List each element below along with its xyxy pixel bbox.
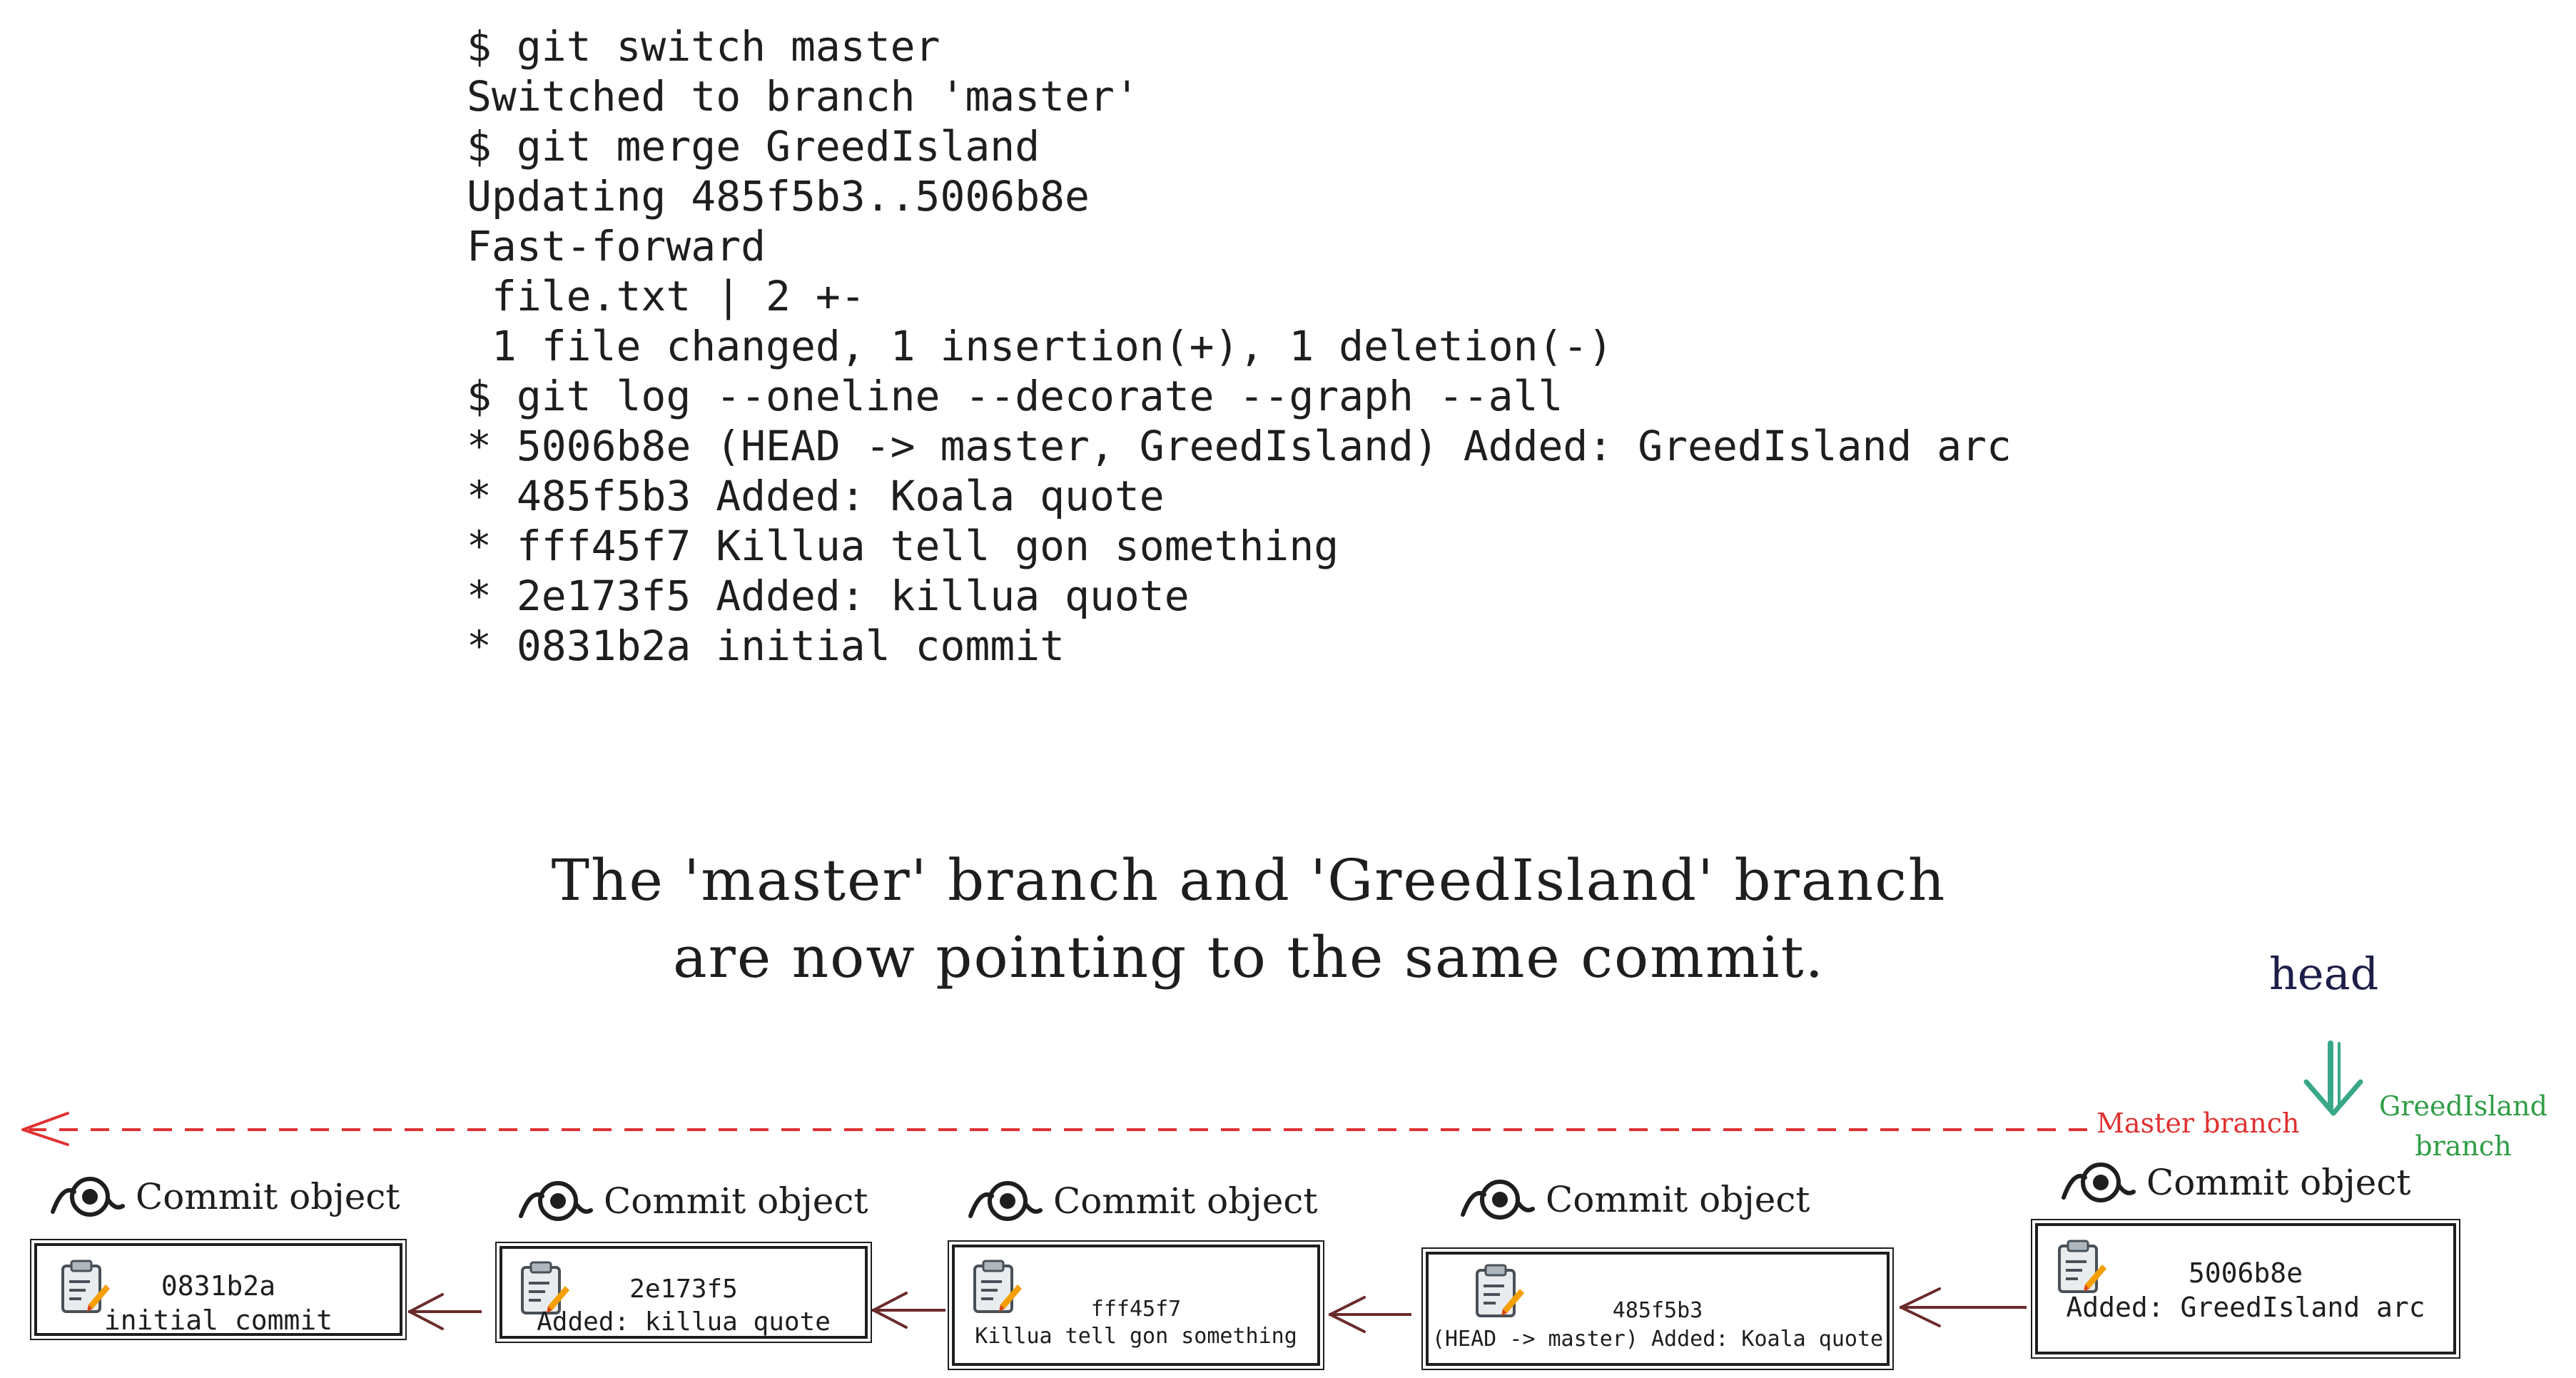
commit-object-title: Commit object xyxy=(136,1176,400,1217)
commit-message: Added: GreedIsland arc xyxy=(2066,1292,2425,1323)
commit-hash: 5006b8e xyxy=(2188,1257,2303,1289)
clipboard-icon xyxy=(1476,1264,1524,1317)
clipboard-icon xyxy=(521,1261,569,1314)
commit-object-title: Commit object xyxy=(604,1180,868,1222)
commit-object-header: Commit object xyxy=(2058,1156,2410,1209)
commit-box: 5006b8e Added: GreedIsland arc xyxy=(2031,1219,2460,1359)
head-arrow xyxy=(2303,1040,2363,1116)
commit-message: Killua tell gon something xyxy=(975,1324,1297,1349)
terminal-line: file.txt | 2 +- xyxy=(467,272,866,320)
commit-message: Added: killua quote xyxy=(537,1307,831,1337)
commit-arrow xyxy=(408,1293,482,1330)
terminal-line: * 5006b8e (HEAD -> master, GreedIsland) … xyxy=(467,422,2012,470)
commit-object-icon xyxy=(51,1177,125,1217)
master-branch-label: Master branch xyxy=(2096,1108,2300,1139)
commit-object-icon xyxy=(968,1181,1043,1221)
commit-box: 2e173f5 Added: killua quote xyxy=(495,1242,872,1343)
caption-line-1: The 'master' branch and 'GreedIsland' br… xyxy=(551,847,1947,913)
commit-arrow xyxy=(1900,1287,2027,1327)
terminal-line: * 485f5b3 Added: Koala quote xyxy=(467,472,1165,520)
commit-object-title: Commit object xyxy=(1546,1179,1810,1220)
caption-line-2: are now pointing to the same commit. xyxy=(672,924,1825,991)
commit-object-icon xyxy=(519,1181,593,1221)
caption: The 'master' branch and 'GreedIsland' br… xyxy=(464,842,2034,996)
clipboard-icon xyxy=(61,1260,110,1313)
commit-box: fff45f7 Killua tell gon something xyxy=(948,1240,1324,1370)
clipboard-icon xyxy=(973,1260,1022,1313)
commit-hash: fff45f7 xyxy=(1090,1297,1182,1322)
terminal-line: Switched to branch 'master' xyxy=(467,72,1140,121)
commit-object-header: Commit object xyxy=(515,1175,868,1227)
terminal-line: Updating 485f5b3..5006b8e xyxy=(467,172,1090,221)
terminal-line: $ git merge GreedIsland xyxy=(467,122,1040,171)
terminal-line: Fast-forward xyxy=(467,222,766,270)
master-branch-arrow xyxy=(21,1112,2087,1146)
commit-object-icon xyxy=(2062,1162,2136,1202)
commit-object-icon xyxy=(1461,1180,1535,1220)
terminal-line: $ git log --oneline --decorate --graph -… xyxy=(467,372,1563,420)
commit-object-header: Commit object xyxy=(965,1175,1317,1227)
commit-message: (HEAD -> master) Added: Koala quote xyxy=(1431,1327,1884,1352)
head-label: head xyxy=(2269,948,2379,1000)
commit-object-header: Commit object xyxy=(1457,1173,1810,1226)
commit-hash: 0831b2a xyxy=(161,1270,276,1302)
commit-object-header: Commit object xyxy=(47,1170,400,1223)
commit-arrow xyxy=(1329,1296,1411,1333)
commit-hash: 485f5b3 xyxy=(1612,1298,1703,1323)
terminal-line: * fff45f7 Killua tell gon something xyxy=(467,522,1339,570)
commit-object-title: Commit object xyxy=(2146,1162,2411,1203)
commit-arrow xyxy=(872,1292,945,1329)
commit-box: 0831b2a initial commit xyxy=(30,1239,407,1340)
commit-message: initial commit xyxy=(103,1304,333,1336)
terminal-line: * 0831b2a initial commit xyxy=(467,622,1065,670)
commit-object-title: Commit object xyxy=(1053,1180,1318,1222)
clipboard-icon xyxy=(2058,1240,2106,1293)
terminal-line: * 2e173f5 Added: killua quote xyxy=(467,572,1190,620)
commit-box: 485f5b3 (HEAD -> master) Added: Koala qu… xyxy=(1421,1247,1894,1370)
greedisland-branch-label: GreedIsland branch xyxy=(2379,1090,2547,1162)
terminal-line: 1 file changed, 1 insertion(+), 1 deleti… xyxy=(467,322,1613,370)
terminal-line: $ git switch master xyxy=(467,22,940,71)
terminal-output: $ git switch master Switched to branch '… xyxy=(467,21,2012,671)
commit-hash: 2e173f5 xyxy=(629,1275,738,1304)
